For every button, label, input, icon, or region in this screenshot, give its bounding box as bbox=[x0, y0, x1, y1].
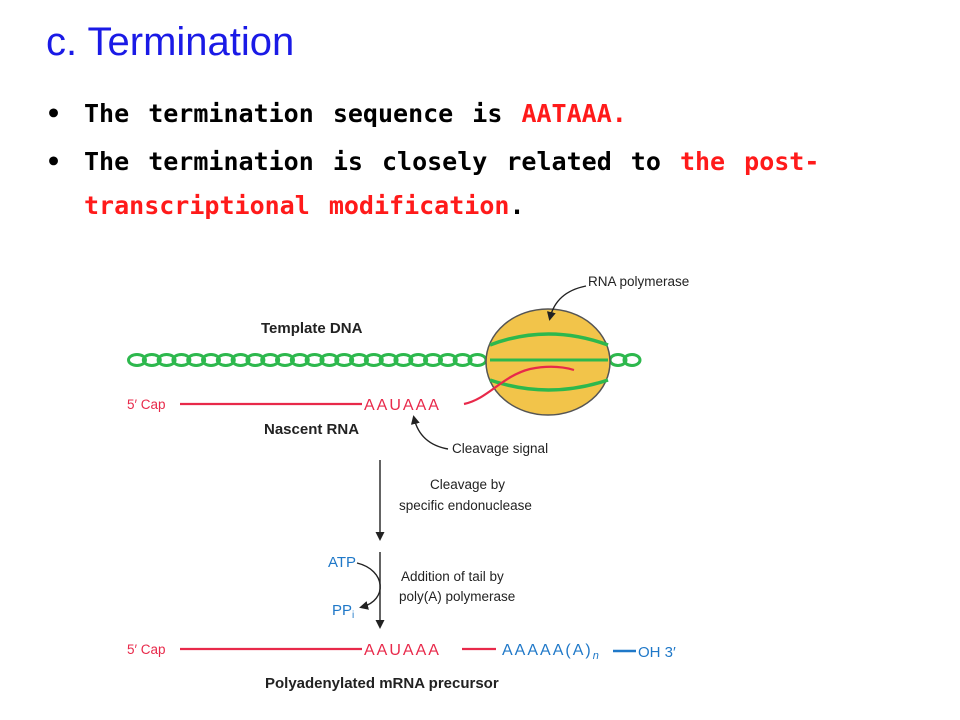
dna-helix-turn bbox=[304, 353, 325, 367]
atp-consumption-arrow bbox=[356, 562, 381, 610]
pyrophosphate-subscript: i bbox=[352, 610, 354, 621]
signal-sequence-product: AAUAAA bbox=[364, 642, 441, 659]
cleavage-by-label: Cleavage by bbox=[430, 477, 505, 492]
dna-helix-turn bbox=[171, 353, 192, 367]
dna-helix-turn bbox=[408, 353, 429, 367]
dna-helix-turn bbox=[245, 353, 266, 367]
dna-helix-turn bbox=[378, 353, 399, 367]
post-transcriptional-highlight: the post-transcriptional modification bbox=[84, 147, 820, 220]
dna-helix-turn bbox=[260, 353, 281, 367]
poly-a-tail: AAAAA(A)n bbox=[502, 642, 601, 662]
cleavage-signal-label: Cleavage signal bbox=[452, 441, 548, 456]
bullet-list: • The termination sequence is AATAAA. • Th… bbox=[46, 92, 926, 232]
dna-helix-turn bbox=[201, 353, 221, 367]
dna-strand-in-polymerase bbox=[489, 378, 609, 392]
cleavage-signal-arrow bbox=[410, 415, 449, 450]
dna-strand-in-polymerase bbox=[489, 332, 609, 347]
dna-helix-turn bbox=[127, 353, 147, 367]
addition-of-tail-label: Addition of tail by bbox=[401, 569, 504, 584]
dna-helix-turn bbox=[230, 353, 251, 367]
nascent-rna-tail bbox=[463, 365, 575, 406]
atp-label: ATP bbox=[328, 554, 356, 571]
dna-helix-turn bbox=[186, 353, 207, 367]
dna-helix-turn bbox=[393, 353, 414, 367]
termination-sequence-highlight: AATAAA. bbox=[521, 99, 627, 128]
three-prime-oh-label: OH 3′ bbox=[638, 644, 676, 661]
bullet-text: The termination is closely related to bbox=[84, 147, 680, 176]
rna-polymerase bbox=[485, 308, 611, 416]
specific-endonuclease-label: specific endonuclease bbox=[399, 498, 532, 513]
polymerase-body bbox=[485, 308, 611, 416]
slide-title: c. Termination bbox=[46, 20, 295, 64]
nascent-rna-label: Nascent RNA bbox=[264, 421, 359, 438]
pyrophosphate-label: PPi bbox=[332, 602, 354, 621]
dna-helix-turn bbox=[423, 353, 443, 367]
template-dna-label: Template DNA bbox=[261, 320, 363, 337]
dna-helix-turn bbox=[349, 353, 369, 367]
dna-helix bbox=[127, 353, 642, 367]
bullet-end: . bbox=[509, 191, 525, 220]
bullet-termination-sequence: • The termination sequence is AATAAA. bbox=[46, 92, 926, 136]
dna-helix-turn bbox=[215, 353, 236, 367]
dna-helix-turn bbox=[319, 353, 340, 367]
dna-helix-turn bbox=[437, 353, 458, 367]
dna-helix-turn bbox=[622, 353, 642, 367]
product-label: Polyadenylated mRNA precursor bbox=[265, 675, 499, 692]
rna-polymerase-arrow bbox=[546, 285, 587, 321]
poly-a-polymerase-label: poly(A) polymerase bbox=[399, 589, 515, 604]
dna-helix-turn bbox=[452, 353, 473, 367]
five-prime-cap-label-product: 5′ Cap bbox=[127, 642, 166, 657]
bullet-marker: • bbox=[46, 147, 62, 176]
poly-a-tail-n: n bbox=[593, 650, 601, 662]
bullet-post-transcriptional: • The termination is closely related to t… bbox=[46, 140, 926, 228]
bullet-text: The termination sequence is bbox=[84, 99, 522, 128]
dna-helix-turn bbox=[275, 353, 295, 367]
bullet-marker: • bbox=[46, 99, 62, 128]
rna-polymerase-label: RNA polymerase bbox=[588, 274, 689, 289]
dna-helix-turn bbox=[334, 353, 355, 367]
dna-helix-turn bbox=[363, 353, 384, 367]
dna-helix-turn bbox=[156, 353, 177, 367]
dna-helix-turn bbox=[289, 353, 310, 367]
signal-sequence: AAUAAA bbox=[364, 397, 441, 414]
dna-helix-turn bbox=[141, 353, 162, 367]
five-prime-cap-label: 5′ Cap bbox=[127, 397, 166, 412]
